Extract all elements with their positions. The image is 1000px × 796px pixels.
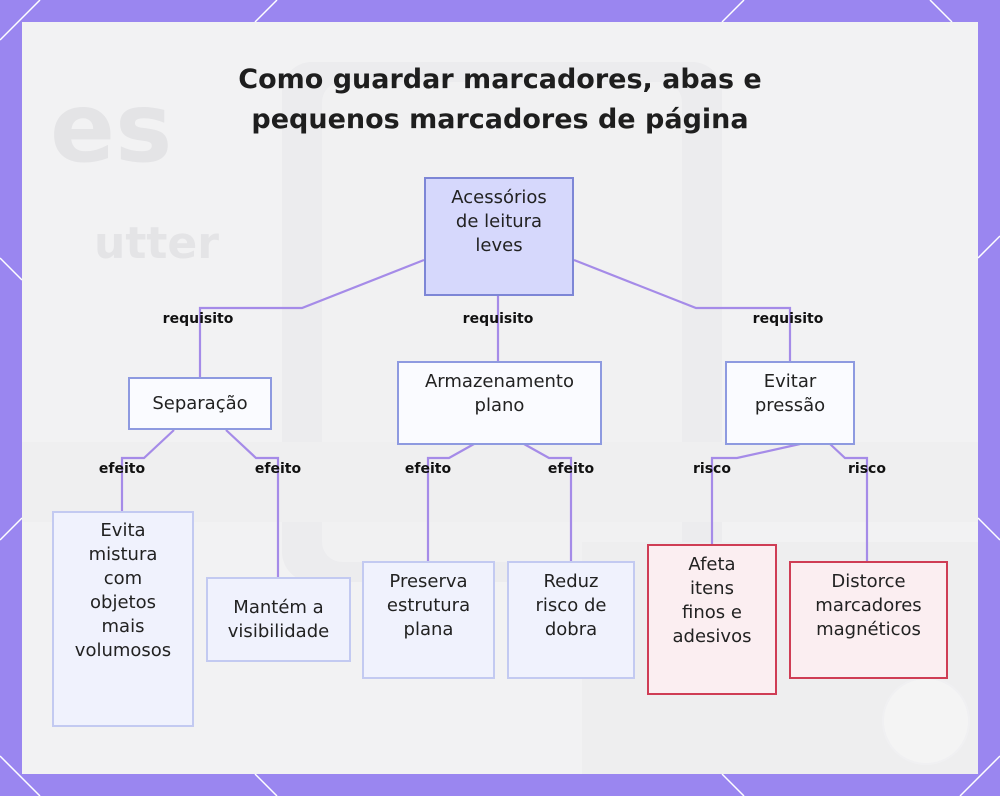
edge-evitar-afeta xyxy=(710,442,801,544)
edge-label-requisito-2: requisito xyxy=(462,311,534,327)
node-separacao: Separação xyxy=(128,377,272,430)
edge-label-requisito-3: requisito xyxy=(752,311,824,327)
node-evitar-pressao: Evitar pressão xyxy=(725,361,855,445)
edge-root-separacao xyxy=(198,258,425,377)
edge-evitar-distorce xyxy=(829,443,869,561)
title-line-1: Como guardar marcadores, abas e xyxy=(238,64,762,95)
title-line-2: pequenos marcadores de página xyxy=(251,104,749,135)
edge-separacao-evita xyxy=(120,429,175,511)
edge-label-risco-2: risco xyxy=(848,461,886,477)
edge-root-evitar xyxy=(573,258,792,361)
edge-armazenamento-preserva xyxy=(426,443,475,561)
node-preserva-estrutura: Preserva estrutura plana xyxy=(362,561,495,679)
node-armazenamento-plano: Armazenamento plano xyxy=(397,361,602,445)
node-mantem-visibilidade: Mantém a visibilidade xyxy=(206,577,351,662)
edge-separacao-mantem xyxy=(225,429,280,577)
diagram-title: Como guardar marcadores, abas e pequenos… xyxy=(22,60,978,140)
node-afeta-itens: Afeta itens finos e adesivos xyxy=(647,544,777,695)
background-word: utter xyxy=(94,218,219,269)
root-node: Acessórios de leitura leves xyxy=(424,177,574,296)
diagram-canvas: es utter Como guardar marcadores, abas e… xyxy=(22,22,978,774)
node-evita-mistura: Evita mistura com objetos mais volumosos xyxy=(52,511,194,727)
edge-armazenamento-reduz xyxy=(523,443,573,561)
node-distorce-marcadores: Distorce marcadores magnéticos xyxy=(789,561,948,679)
node-reduz-risco: Reduz risco de dobra xyxy=(507,561,635,679)
edge-label-efeito-4: efeito xyxy=(547,461,595,477)
edge-label-requisito-1: requisito xyxy=(162,311,234,327)
background-letters: es xyxy=(50,72,173,184)
connector-lines xyxy=(120,258,869,577)
edge-label-efeito-1: efeito xyxy=(98,461,146,477)
edge-label-efeito-2: efeito xyxy=(254,461,302,477)
edge-label-efeito-3: efeito xyxy=(404,461,452,477)
edge-label-risco-1: risco xyxy=(693,461,731,477)
